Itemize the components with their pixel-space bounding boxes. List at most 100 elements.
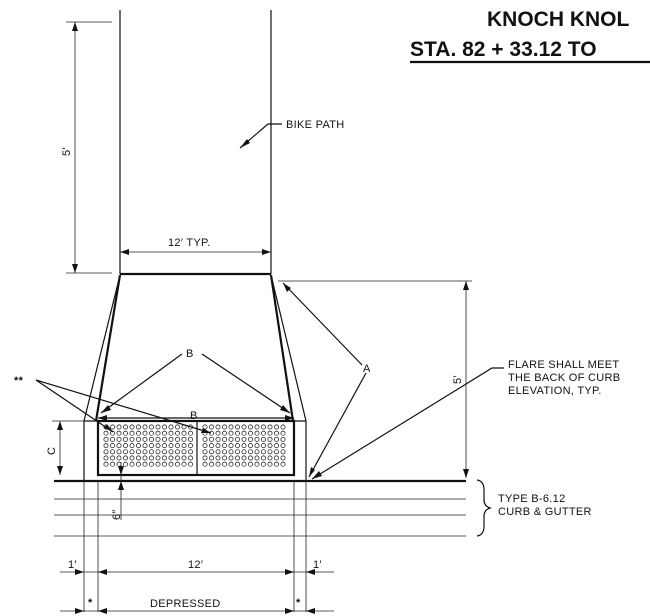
truncated-dome [209,430,214,436]
dimension-6in-label: 6″ [111,509,123,520]
truncated-dome [175,461,180,467]
truncated-dome [175,424,180,430]
bottom-dimension-row [60,569,334,575]
truncated-dome [235,455,240,461]
truncated-dome [215,436,221,442]
truncated-dome [241,455,247,461]
truncated-dome [274,443,279,449]
truncated-dome [162,424,167,430]
title-line-2: STA. 82 + 33.12 TO [410,38,597,61]
truncated-dome [274,461,279,467]
truncated-dome [228,443,234,449]
truncated-dome [228,424,234,430]
truncated-dome [103,461,109,467]
ramp-flares [83,274,307,422]
truncated-dome [222,436,227,442]
truncated-dome [274,436,279,442]
truncated-dome [235,436,240,442]
truncated-dome [209,436,214,442]
truncated-dome [274,430,279,436]
callout-a-leaders [282,282,367,478]
truncated-dome [129,461,135,467]
truncated-dome [254,443,260,449]
truncated-dome [228,455,234,461]
truncated-dome [142,449,148,455]
flare-note-line-2: THE BACK OF CURB [508,372,620,384]
truncated-dome [267,443,273,449]
truncated-dome [155,443,161,449]
truncated-dome [175,436,180,442]
truncated-dome [103,430,109,436]
truncated-dome [222,443,227,449]
truncated-dome [248,449,253,455]
bike-path-label: BIKE PATH [286,119,345,131]
truncated-dome [241,443,247,449]
truncated-dome [254,461,260,467]
truncated-dome [254,424,260,430]
truncated-dome [261,430,266,436]
truncated-dome [155,461,161,467]
truncated-dome [129,443,135,449]
truncated-dome [175,455,180,461]
truncated-dome [142,430,148,436]
truncated-dome [149,430,154,436]
truncated-dome [261,443,266,449]
truncated-dome-panels [103,421,286,475]
truncated-dome [129,455,135,461]
dimension-12ft-typ-label: 12′ TYP. [168,237,211,249]
truncated-dome [248,443,253,449]
truncated-dome [280,455,286,461]
asterisk-callout-leaders [35,379,212,434]
flare-note-line-1: FLARE SHALL MEET [508,359,619,371]
truncated-dome [175,449,180,455]
callout-b-upper-leaders [100,353,291,414]
truncated-dome [280,449,286,455]
truncated-dome [274,455,279,461]
truncated-dome [254,449,260,455]
truncated-dome [129,430,135,436]
truncated-dome [181,443,187,449]
truncated-dome [280,430,286,436]
truncated-dome [168,443,174,449]
truncated-dome [155,424,161,430]
truncated-dome [110,443,115,449]
truncated-dome [168,455,174,461]
truncated-dome [116,449,122,455]
truncated-dome [280,443,286,449]
truncated-dome [168,449,174,455]
truncated-dome [222,449,227,455]
bike-path-leader [239,123,282,149]
truncated-dome [215,461,221,467]
truncated-dome [254,436,260,442]
truncated-dome [181,455,187,461]
truncated-dome [110,449,115,455]
truncated-dome [267,424,273,430]
truncated-dome [261,436,266,442]
truncated-dome [267,436,273,442]
star-left-label: * [88,597,93,609]
truncated-dome [188,430,193,436]
dimension-6in [118,462,124,520]
truncated-dome [123,443,128,449]
truncated-dome [261,449,266,455]
truncated-dome [162,430,167,436]
truncated-dome [188,461,193,467]
truncated-dome [116,461,122,467]
callout-b-lower-label: B [190,410,198,422]
truncated-dome [261,424,266,430]
truncated-dome [215,449,221,455]
truncated-dome [129,424,135,430]
dimension-12ft-label: 12′ [188,559,203,571]
dimension-left-1ft-label: 1′ [68,559,77,571]
truncated-dome [228,436,234,442]
truncated-dome [235,424,240,430]
truncated-dome [136,424,141,430]
truncated-dome [110,461,115,467]
truncated-dome [215,424,221,430]
landing-outline [83,419,307,480]
truncated-dome [110,455,115,461]
truncated-dome [235,443,240,449]
truncated-dome [188,436,193,442]
truncated-dome [168,436,174,442]
